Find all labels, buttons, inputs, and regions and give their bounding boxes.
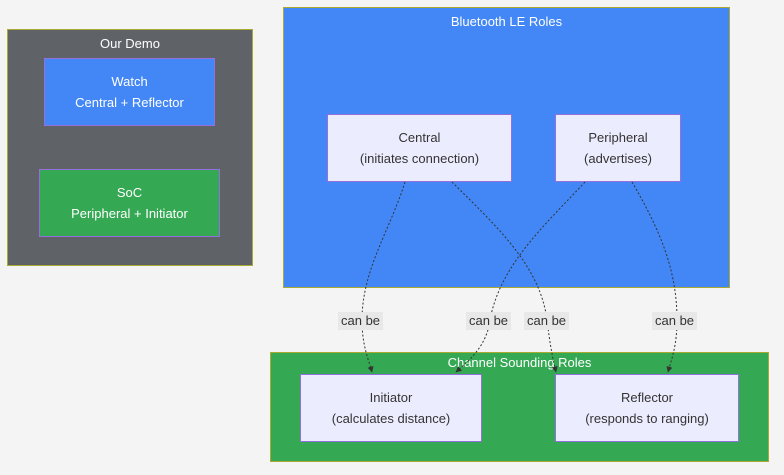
edge-label-central-initiator: can be [338,312,384,330]
peripheral-node-name: Peripheral [588,130,648,145]
watch-node-roles: Central + Reflector [75,95,184,110]
edge-label-central-reflector: can be [524,312,570,330]
reflector-node: Reflector (responds to ranging) [555,374,739,442]
edge-label-peripheral-reflector: can be [652,312,698,330]
central-node-name: Central [398,130,441,145]
reflector-node-name: Reflector [620,390,674,405]
soc-node-roles: Peripheral + Initiator [71,206,188,221]
initiator-node-desc: (calculates distance) [331,411,451,426]
soc-node: SoC Peripheral + Initiator [39,169,220,237]
soc-node-name: SoC [116,185,143,200]
central-node: Central (initiates connection) [327,114,512,182]
peripheral-node-desc: (advertises) [584,151,652,166]
ble-roles-title: Bluetooth LE Roles [450,14,563,29]
central-node-desc: (initiates connection) [359,151,480,166]
initiator-node-name: Initiator [369,390,413,405]
our-demo-title: Our Demo [100,36,160,51]
edge-label-peripheral-initiator: can be [466,312,512,330]
initiator-node: Initiator (calculates distance) [300,374,482,442]
cs-roles-title: Channel Sounding Roles [447,355,592,370]
reflector-node-desc: (responds to ranging) [585,411,709,426]
watch-node-name: Watch [111,74,148,89]
watch-node: Watch Central + Reflector [44,58,215,126]
peripheral-node: Peripheral (advertises) [555,114,681,182]
